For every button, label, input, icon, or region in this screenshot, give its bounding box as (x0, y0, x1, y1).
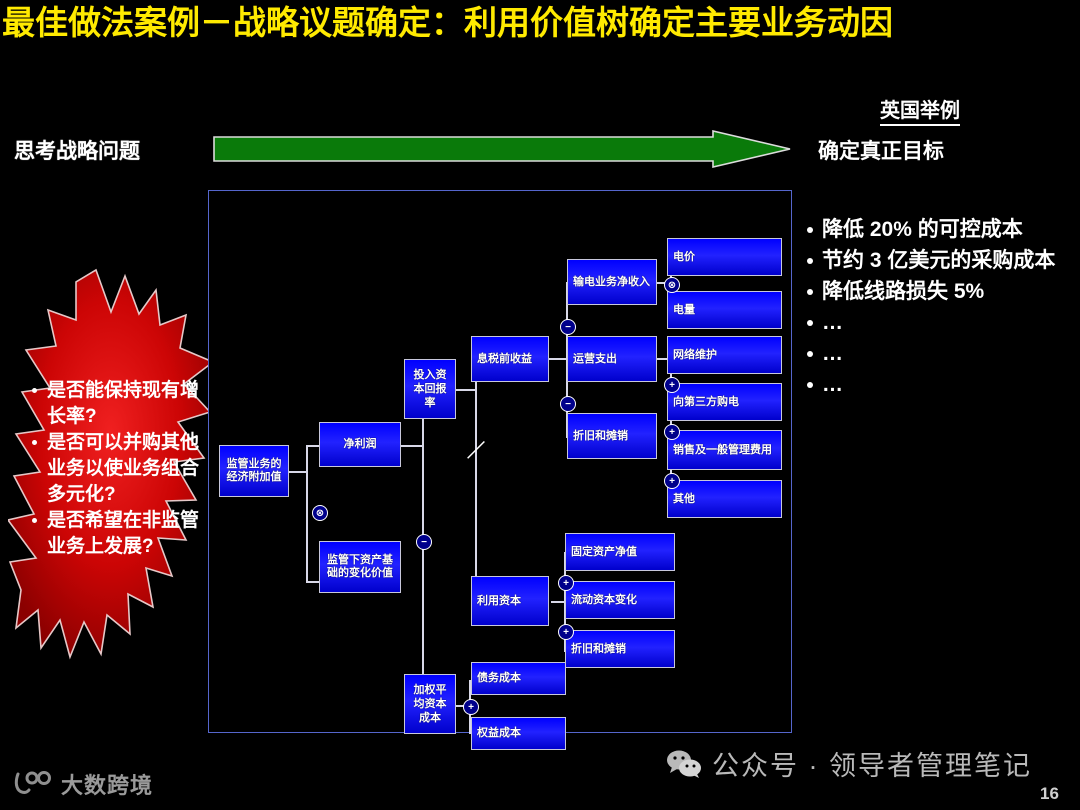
left-caption: 思考战略问题 (14, 140, 140, 163)
node-third-party-purchase[interactable]: 向第三方购电 (667, 383, 782, 421)
list-item: 是否可以并购其他业务以使业务组合多元化? (30, 430, 205, 508)
list-item: 降低线路损失 5% (807, 277, 1072, 307)
node-ebit[interactable]: 息税前收益 (471, 336, 549, 382)
node-net-profit[interactable]: 净利润 (319, 422, 401, 467)
value-tree-panel: 监管业务的经济附加值 净利润 监管下资产基础的变化价值 投入资本回报率 息税前收… (208, 190, 792, 750)
list-item: … (807, 308, 1072, 338)
operator-plus-opex-3: + (664, 473, 680, 489)
node-depreciation-amortization[interactable]: 折旧和摊销 (567, 413, 657, 459)
connector (306, 445, 320, 447)
wechat-footer-text: 公众号 · 领导者管理笔记 (712, 751, 1032, 781)
node-operating-expense[interactable]: 运营支出 (567, 336, 657, 382)
operator-minus-ebit-2: − (560, 396, 576, 412)
list-item: 降低 20% 的可控成本 (807, 215, 1072, 245)
connector (306, 445, 308, 582)
brand-mark-icon (14, 771, 51, 794)
operator-multiply-revenue: ⊗ (664, 277, 680, 293)
operator-minus-ebit-1: − (560, 319, 576, 335)
list-item: 是否希望在非监管业务上发展? (30, 508, 205, 560)
outcome-bullet-list: 降低 20% 的可控成本 节约 3 亿美元的采购成本 降低线路损失 5% … …… (800, 215, 1072, 401)
brand-logo-text: 大数跨境 (61, 773, 154, 798)
node-transmission-net-revenue[interactable]: 输电业务净收入 (567, 259, 657, 305)
connector (401, 445, 423, 447)
connector (475, 358, 477, 603)
page-number: 16 (1040, 784, 1059, 803)
node-wacc[interactable]: 加权平均资本成本 (404, 674, 456, 734)
starburst-callout (8, 268, 215, 660)
operator-minus-eva: − (416, 534, 432, 550)
node-other[interactable]: 其他 (667, 480, 782, 518)
operator-plus-opex-1: + (664, 377, 680, 393)
operator-multiply-root: ⊗ (312, 505, 328, 521)
node-asset-base-change[interactable]: 监管下资产基础的变化价值 (319, 541, 401, 593)
list-item: … (807, 370, 1072, 400)
connector (551, 601, 565, 603)
connector (306, 581, 320, 583)
node-depreciation-amortization-2[interactable]: 折旧和摊销 (565, 630, 675, 668)
uk-example-heading: 英国举例 (880, 94, 960, 126)
node-working-capital-change[interactable]: 流动资本变化 (565, 581, 675, 619)
node-fixed-asset-net[interactable]: 固定资产净值 (565, 533, 675, 571)
node-debt-cost[interactable]: 债务成本 (471, 662, 566, 695)
node-electricity-price[interactable]: 电价 (667, 238, 782, 276)
list-item: … (807, 339, 1072, 369)
node-sga-expense[interactable]: 销售及一般管理费用 (667, 430, 782, 470)
operator-plus-opex-2: + (664, 424, 680, 440)
operator-plus-capital-2: + (558, 624, 574, 640)
operator-divide-roic: ／ (467, 440, 485, 461)
node-network-maintenance[interactable]: 网络维护 (667, 336, 782, 374)
connector (289, 471, 307, 473)
connector (456, 389, 476, 391)
node-used-capital[interactable]: 利用资本 (471, 576, 549, 626)
node-root[interactable]: 监管业务的经济附加值 (219, 445, 289, 497)
wechat-footer: 公众号 · 领导者管理笔记 (666, 744, 1032, 783)
node-roic[interactable]: 投入资本回报率 (404, 359, 456, 419)
green-right-arrow-icon (213, 130, 791, 168)
brand-logo: 大数跨境 (12, 768, 153, 800)
connector (657, 358, 671, 360)
operator-plus-wacc: + (463, 699, 479, 715)
operator-plus-capital-1: + (558, 575, 574, 591)
list-item: 是否能保持现有增长率? (30, 378, 205, 430)
node-electricity-volume[interactable]: 电量 (667, 291, 782, 329)
wechat-icon (667, 750, 701, 778)
true-goal-subtitle: 确定真正目标 (818, 140, 944, 163)
page-title: 最佳做法案例－战略议题确定：利用价值树确定主要业务动因 (2, 4, 893, 41)
list-item: 节约 3 亿美元的采购成本 (807, 246, 1072, 276)
connector (566, 282, 568, 437)
starburst-question-list: 是否能保持现有增长率? 是否可以并购其他业务以使业务组合多元化? 是否希望在非监… (30, 378, 205, 560)
node-equity-cost[interactable]: 权益成本 (471, 717, 566, 750)
connector (549, 358, 567, 360)
